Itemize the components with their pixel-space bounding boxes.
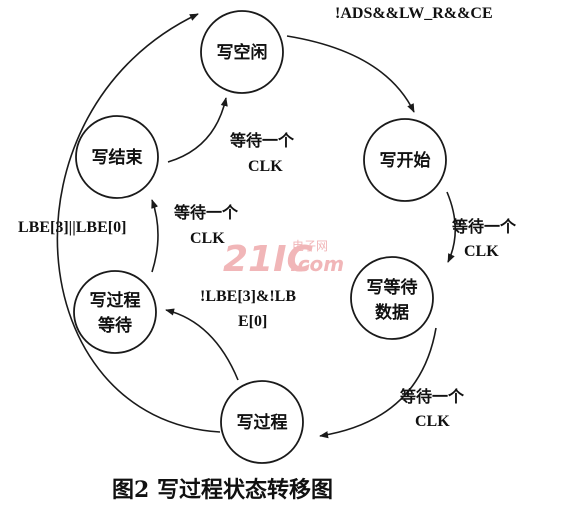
edge-end-to-idle-label-1: 等待一个	[229, 131, 295, 150]
edge-start-to-wait	[446, 191, 457, 263]
state-end-label: 写结束	[92, 147, 143, 168]
edge-end-to-idle	[167, 97, 228, 163]
state-idle-label: 写空闲	[217, 42, 268, 63]
edge-end-to-idle-label-2: CLK	[248, 158, 283, 175]
edge-outer-loop-to-idle	[56, 13, 221, 433]
edge-pwait-to-end-label-2: CLK	[190, 230, 225, 247]
watermark-logo: 21IC	[223, 239, 313, 280]
state-end	[75, 115, 159, 199]
edge-start-to-wait-label-1: 等待一个	[451, 217, 517, 236]
state-start	[363, 118, 447, 202]
edge-idle-to-start-label: !ADS&&LW_R&&CE	[335, 5, 493, 22]
edge-process-to-pwait-label-2: E[0]	[238, 313, 267, 330]
edge-idle-to-start	[286, 35, 415, 113]
state-process	[220, 380, 304, 464]
edge-process-to-pwait-label-1: !LBE[3]&!LB	[200, 288, 296, 305]
edge-process-to-pwait	[165, 308, 239, 381]
edge-wait-to-process-label-2: CLK	[415, 413, 450, 430]
figure-caption: 图2 写过程状态转移图	[112, 477, 333, 503]
edge-wait-to-process	[319, 327, 437, 439]
state-process-wait-label-1: 写过程	[90, 291, 141, 311]
edge-start-to-wait-label-2: CLK	[464, 243, 499, 260]
state-process-wait	[73, 270, 157, 354]
watermark-small-text: 电子网	[292, 239, 328, 253]
state-idle	[200, 10, 284, 94]
state-wait-data-label-1: 写等待	[367, 277, 418, 298]
state-process-wait-label-2: 等待	[98, 315, 132, 336]
state-wait-data	[350, 256, 434, 340]
edge-pwait-to-end-label-1: 等待一个	[173, 203, 239, 222]
state-start-label: 写开始	[380, 150, 431, 171]
state-wait-data-label-2: 数据	[375, 302, 409, 323]
edge-pwait-to-end	[151, 199, 159, 273]
watermark-domain: .com	[290, 252, 344, 276]
edge-wait-to-process-label-1: 等待一个	[399, 387, 465, 406]
edge-pwait-to-idle-label: LBE[3]||LBE[0]	[18, 219, 126, 236]
state-process-label: 写过程	[237, 413, 288, 433]
watermark: 21IC 电子网 .com	[223, 239, 344, 280]
